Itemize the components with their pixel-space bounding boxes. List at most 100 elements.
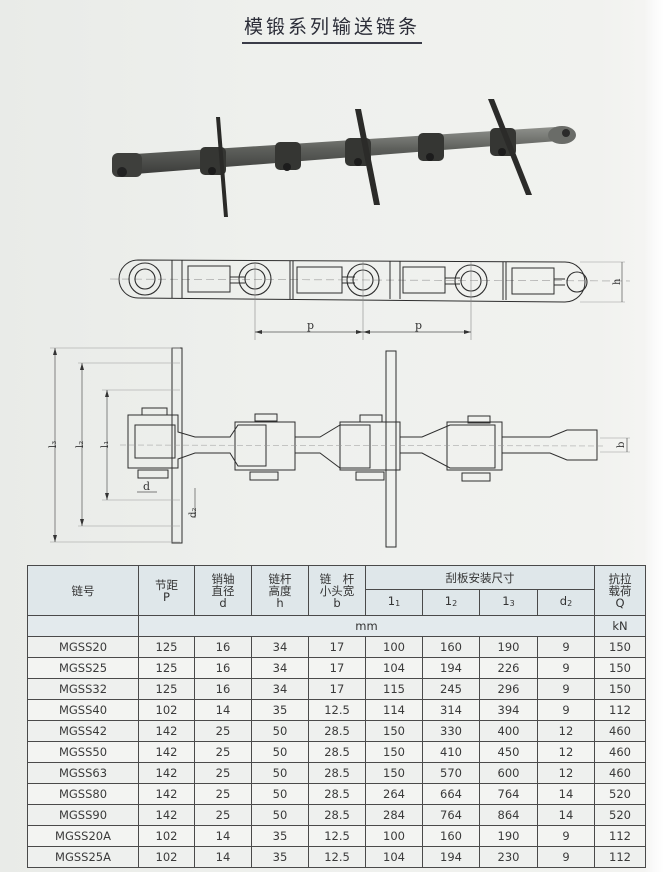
cell-l2: 194 [422, 846, 480, 868]
cell-b: 28.5 [308, 783, 366, 805]
col-l2-header: 12 [422, 589, 480, 616]
cell-q: 460 [594, 720, 646, 742]
cell-l1: 284 [365, 804, 423, 826]
cell-d: 14 [194, 825, 252, 847]
cell-h: 50 [251, 804, 309, 826]
cell-model: MGSS40 [27, 699, 139, 721]
cell-l1: 150 [365, 741, 423, 763]
cell-model: MGSS80 [27, 783, 139, 805]
cell-l3: 190 [479, 636, 538, 658]
cell-model: MGSS20 [27, 636, 139, 658]
l1-label: l₁ [100, 441, 111, 448]
cell-b: 28.5 [308, 741, 366, 763]
cell-d2: 9 [537, 699, 595, 721]
cell-model: MGSS25 [27, 657, 139, 679]
cell-d2: 9 [537, 636, 595, 658]
pitch-label-right: p [415, 319, 422, 332]
cell-b: 17 [308, 636, 366, 658]
chain-top-view-drawing: p p h [110, 259, 630, 340]
cell-d2: 9 [537, 657, 595, 679]
cell-h: 34 [251, 678, 309, 700]
cell-l1: 115 [365, 678, 423, 700]
cell-model: MGSS90 [27, 804, 139, 826]
page-title-wrap: 模锻系列输送链条 [0, 12, 664, 44]
cell-l1: 104 [365, 657, 423, 679]
cell-q: 520 [594, 804, 646, 826]
cell-model: MGSS20A [27, 825, 139, 847]
cell-d: 14 [194, 846, 252, 868]
l2-label: l₂ [75, 441, 86, 448]
unit-blank [27, 615, 139, 637]
cell-model: MGSS25A [27, 846, 139, 868]
cell-p: 125 [138, 657, 195, 679]
cell-b: 12.5 [308, 699, 366, 721]
cell-d2: 14 [537, 804, 595, 826]
cell-d: 25 [194, 804, 252, 826]
d2-label: d₂ [188, 508, 199, 518]
cell-p: 142 [138, 783, 195, 805]
cell-q: 520 [594, 783, 646, 805]
cell-l2: 410 [422, 741, 480, 763]
cell-d2: 12 [537, 741, 595, 763]
cell-h: 35 [251, 846, 309, 868]
cell-d: 16 [194, 657, 252, 679]
cell-l1: 100 [365, 636, 423, 658]
unit-kn: kN [594, 615, 646, 637]
cell-p: 125 [138, 678, 195, 700]
cell-d2: 9 [537, 678, 595, 700]
unit-mm: mm [138, 615, 595, 637]
cell-l3: 394 [479, 699, 538, 721]
cell-p: 102 [138, 825, 195, 847]
cell-p: 142 [138, 741, 195, 763]
cell-l3: 864 [479, 804, 538, 826]
cell-l1: 264 [365, 783, 423, 805]
cell-h: 50 [251, 741, 309, 763]
cell-l3: 450 [479, 741, 538, 763]
cell-h: 50 [251, 783, 309, 805]
cell-h: 35 [251, 825, 309, 847]
chain-side-view-drawing: l₃ l₂ l₁ d d₂ b [48, 347, 630, 548]
cell-l2: 330 [422, 720, 480, 742]
cell-q: 150 [594, 636, 646, 658]
cell-l1: 104 [365, 846, 423, 868]
cell-model: MGSS63 [27, 762, 139, 784]
cell-l2: 314 [422, 699, 480, 721]
cell-l2: 664 [422, 783, 480, 805]
cell-p: 142 [138, 720, 195, 742]
cell-h: 50 [251, 720, 309, 742]
cell-q: 460 [594, 741, 646, 763]
cell-model: MGSS50 [27, 741, 139, 763]
pitch-label-left: p [307, 319, 314, 332]
cell-d2: 14 [537, 783, 595, 805]
cell-d: 16 [194, 678, 252, 700]
cell-d2: 12 [537, 762, 595, 784]
cell-l1: 100 [365, 825, 423, 847]
cell-b: 17 [308, 678, 366, 700]
cell-l2: 160 [422, 636, 480, 658]
cell-q: 112 [594, 825, 646, 847]
cell-h: 50 [251, 762, 309, 784]
cell-q: 112 [594, 846, 646, 868]
cell-p: 142 [138, 804, 195, 826]
cell-l1: 114 [365, 699, 423, 721]
d-label: d [143, 480, 150, 493]
chain-photo [112, 99, 576, 217]
cell-l2: 245 [422, 678, 480, 700]
cell-b: 28.5 [308, 720, 366, 742]
cell-q: 150 [594, 678, 646, 700]
cell-l1: 150 [365, 762, 423, 784]
cell-d2: 9 [537, 825, 595, 847]
cell-p: 142 [138, 762, 195, 784]
cell-l3: 226 [479, 657, 538, 679]
